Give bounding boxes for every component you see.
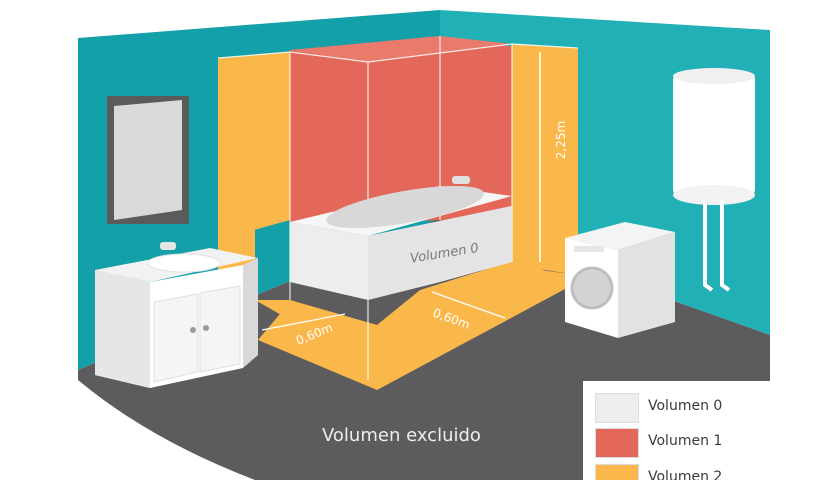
bathtub-side (368, 206, 512, 300)
washer-top (565, 222, 675, 250)
legend-swatch-volumen-0 (595, 393, 639, 423)
water-heater-bottom (673, 185, 755, 205)
legend-item-volumen-1: Volumen 1 (595, 428, 835, 458)
legend-swatch-volumen-1 (595, 428, 639, 458)
legend-swatch-volumen-2 (595, 464, 639, 480)
sink-cabinet-door-left (153, 293, 199, 383)
legend-item-volumen-2: Volumen 2 (595, 464, 835, 480)
excluded-volume-label: Volumen excluido (322, 425, 481, 446)
legend: Volumen 0 Volumen 1 Volumen 2 (583, 381, 840, 480)
legend-item-volumen-0: Volumen 0 (595, 393, 835, 423)
water-heater-pipe-left (703, 200, 714, 292)
water-heater-pipe-right (720, 200, 731, 292)
washer-side (618, 232, 675, 338)
volumen-1-top (290, 36, 512, 62)
volumen-2-floor-front (258, 262, 578, 390)
mirror-glass (114, 100, 182, 220)
legend-label: Volumen 0 (648, 398, 723, 414)
washer-door (570, 266, 614, 310)
sink-basin (147, 253, 221, 273)
volumen-2-column-left (218, 52, 290, 240)
cabinet-knob-right (203, 325, 209, 331)
distance-front-line (431, 291, 506, 319)
volumen-2-wall-zone-right (512, 44, 578, 275)
cabinet-knob-left (190, 327, 196, 333)
legend-label: Volumen 1 (648, 433, 723, 449)
sink-faucet (160, 242, 176, 250)
water-heater-top (673, 68, 755, 84)
sink-cabinet-door-right (199, 285, 241, 373)
sink-cabinet-left (95, 270, 150, 388)
bathtub-faucet (452, 176, 470, 184)
washer-panel (574, 246, 604, 252)
distance-left-line (261, 313, 346, 331)
height-label: 2,25m (554, 121, 568, 159)
sink-cabinet-side (243, 258, 258, 368)
water-heater-tank (673, 72, 755, 197)
legend-label: Volumen 2 (648, 469, 723, 480)
bathtub-basin (326, 185, 484, 229)
